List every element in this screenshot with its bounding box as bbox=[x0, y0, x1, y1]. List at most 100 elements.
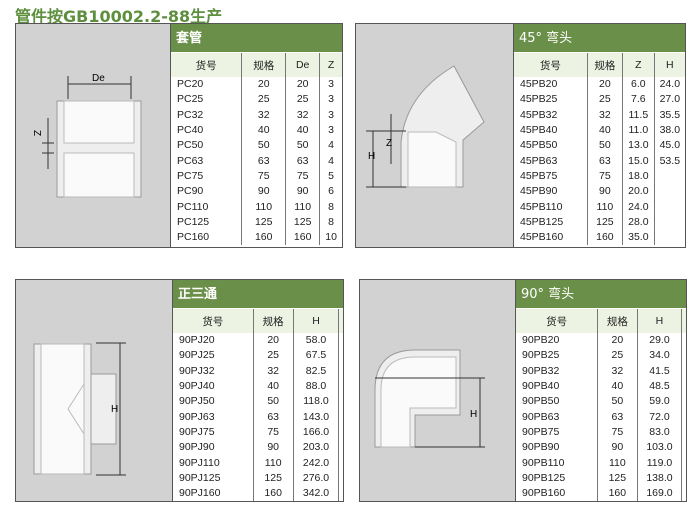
table-cell: 45PB25 bbox=[520, 93, 558, 106]
table-cell bbox=[681, 394, 686, 410]
table-cell: 7.6 bbox=[622, 92, 655, 108]
table-cell: 90PB25 bbox=[522, 349, 560, 362]
table-cell: 45PB32 bbox=[520, 108, 558, 121]
table-cell: 90 bbox=[285, 184, 320, 200]
column-header: 规格 bbox=[597, 308, 638, 333]
table-cell: 32 bbox=[597, 363, 638, 379]
table-cell: 160 bbox=[597, 485, 638, 502]
table-cell: 20 bbox=[285, 77, 320, 93]
table-cell: 32 bbox=[241, 107, 286, 123]
table-cell: 3 bbox=[319, 122, 342, 139]
table-cell: 90PJ25 bbox=[179, 349, 215, 362]
table-cell: 125 bbox=[285, 214, 320, 230]
table-cell: 88.0 bbox=[292, 378, 339, 395]
table-cell: 90PB50 bbox=[522, 395, 560, 408]
table-cell bbox=[681, 409, 686, 425]
table-cell: 103.0 bbox=[636, 440, 682, 456]
table-cell: 75 bbox=[252, 424, 294, 441]
table-cell: 45PB63 bbox=[520, 154, 558, 167]
table-cell: 25 bbox=[586, 92, 623, 108]
table-cell: PC40 bbox=[177, 124, 204, 137]
table-cell: 32 bbox=[285, 107, 320, 123]
svg-text:H: H bbox=[111, 404, 118, 415]
table-cell: PC75 bbox=[177, 169, 204, 182]
table-cell: 29.0 bbox=[636, 333, 682, 349]
table-cell bbox=[681, 363, 686, 379]
table-cell: 110 bbox=[285, 199, 320, 215]
table-cell: 45PB125 bbox=[520, 215, 564, 228]
column-header: 规格 bbox=[241, 52, 286, 77]
dim-label-de: De bbox=[92, 73, 105, 84]
column-header: 规格 bbox=[252, 308, 294, 333]
table-cell: 25 bbox=[597, 348, 638, 364]
table-cell: 63 bbox=[241, 153, 286, 169]
table-cell: 20 bbox=[252, 333, 294, 349]
table-cell: 50 bbox=[252, 394, 294, 410]
table-cell: 110 bbox=[586, 199, 623, 215]
table-cell: 125 bbox=[252, 470, 294, 486]
table-cell: 6.0 bbox=[622, 77, 655, 93]
table-cell: 25 bbox=[241, 92, 286, 108]
table-cell: 160 bbox=[285, 229, 320, 246]
table-cell bbox=[338, 378, 343, 395]
elbow-90-drawing: H bbox=[360, 280, 518, 501]
table-cell bbox=[653, 199, 685, 215]
table-cell bbox=[338, 440, 343, 456]
table-cell: PC25 bbox=[177, 93, 204, 106]
table-cell: 24.0 bbox=[622, 199, 655, 215]
table-cell: 90PJ160 bbox=[179, 487, 221, 500]
table-cell: 143.0 bbox=[292, 409, 339, 425]
table-cell: 72.0 bbox=[636, 409, 682, 425]
table-cell: 63 bbox=[252, 409, 294, 425]
table-cell: 75 bbox=[597, 424, 638, 441]
table-cell: 242.0 bbox=[292, 455, 339, 471]
table-cell: 90 bbox=[241, 184, 286, 200]
table-cell: 342.0 bbox=[292, 485, 339, 502]
table-cell: 125 bbox=[597, 470, 638, 486]
table-cell: 34.0 bbox=[636, 348, 682, 364]
table-cell: 45PB110 bbox=[520, 200, 563, 213]
column-header: H bbox=[636, 308, 682, 333]
table-cell: 90PB32 bbox=[522, 364, 560, 377]
table-cell: 90 bbox=[597, 440, 638, 456]
table-cell: 160 bbox=[241, 229, 286, 246]
table-cell: 50 bbox=[586, 138, 623, 154]
table-cell: 24.0 bbox=[653, 77, 685, 93]
table-cell bbox=[681, 348, 686, 364]
table-cell: 90PJ32 bbox=[179, 364, 215, 377]
table-cell: 45PB90 bbox=[520, 185, 558, 198]
table-cell bbox=[681, 424, 686, 441]
elbow-90-table-title: 90° 弯头 bbox=[516, 280, 686, 308]
table-cell: 110 bbox=[252, 455, 294, 471]
page-title: 管件按GB10002.2-88生产 bbox=[15, 7, 223, 26]
table-cell: 125 bbox=[241, 214, 286, 230]
table-cell bbox=[338, 409, 343, 425]
table-cell: 4 bbox=[319, 153, 342, 169]
table-cell: 90PJ75 bbox=[179, 425, 215, 438]
table-cell: 3 bbox=[319, 107, 342, 123]
table-cell: 160 bbox=[252, 485, 294, 502]
table-cell: 45PB20 bbox=[520, 78, 558, 91]
column-header: H bbox=[292, 308, 339, 333]
table-cell: PC90 bbox=[177, 185, 204, 198]
table-cell: 40 bbox=[241, 122, 286, 139]
table-cell bbox=[681, 485, 686, 502]
